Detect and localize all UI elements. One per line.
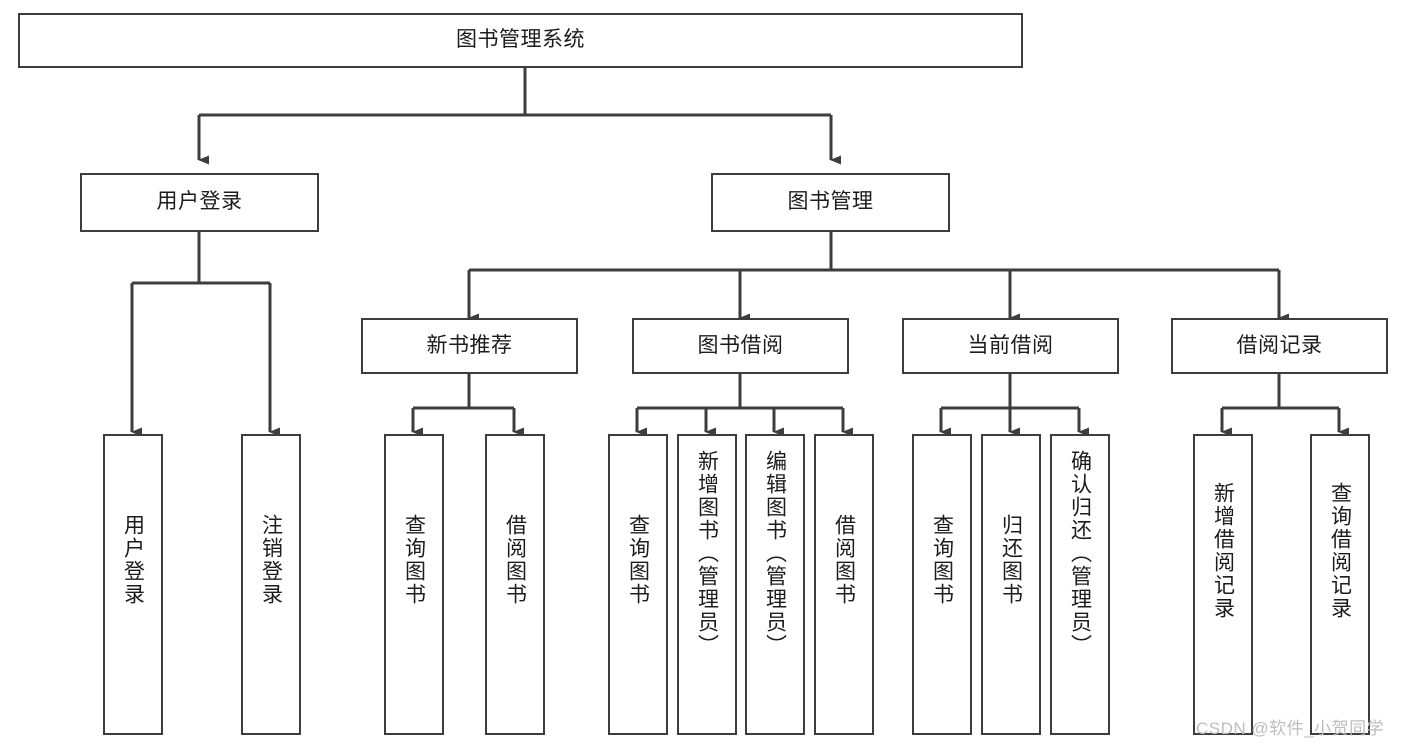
node-book-management[interactable]: 图书管理 (711, 173, 950, 232)
node-borrow-record[interactable]: 借阅记录 (1171, 318, 1388, 374)
node-leaf-query-book-current[interactable]: 查询图书 (912, 434, 972, 735)
node-user-login[interactable]: 用户登录 (80, 173, 319, 232)
node-borrow-record-label: 借阅记录 (1236, 333, 1323, 357)
node-new-book-recommend[interactable]: 新书推荐 (361, 318, 578, 374)
node-leaf-add-borrow-record[interactable]: 新增借阅记录 (1193, 434, 1253, 735)
node-leaf-borrow-book[interactable]: 借阅图书 (814, 434, 874, 735)
node-leaf-add-book-admin-label: 新增图书（管理员） (695, 450, 719, 657)
node-root-system[interactable]: 图书管理系统 (18, 13, 1023, 68)
node-new-book-recommend-label: 新书推荐 (426, 333, 513, 357)
node-leaf-return-book-label: 归还图书 (999, 514, 1023, 606)
node-user-login-label: 用户登录 (156, 190, 243, 214)
node-leaf-confirm-return-admin[interactable]: 确认归还（管理员） (1050, 434, 1110, 735)
node-leaf-query-borrow-record-label: 查询借阅记录 (1328, 482, 1352, 620)
node-leaf-query-book-recommend[interactable]: 查询图书 (384, 434, 444, 735)
node-book-borrow-label: 图书借阅 (697, 333, 784, 357)
node-leaf-borrow-book-label: 借阅图书 (832, 514, 856, 606)
node-current-borrow-label: 当前借阅 (967, 333, 1054, 357)
node-leaf-add-borrow-record-label: 新增借阅记录 (1211, 482, 1235, 620)
node-leaf-edit-book-admin[interactable]: 编辑图书（管理员） (745, 434, 805, 735)
node-book-management-label: 图书管理 (787, 190, 874, 214)
node-leaf-borrow-book-recommend-label: 借阅图书 (503, 514, 527, 606)
node-leaf-edit-book-admin-label: 编辑图书（管理员） (763, 450, 787, 657)
node-leaf-query-book-recommend-label: 查询图书 (402, 514, 426, 606)
node-leaf-logout[interactable]: 注销登录 (241, 434, 301, 735)
node-leaf-user-login-label: 用户登录 (121, 514, 145, 606)
node-root-system-label: 图书管理系统 (456, 28, 585, 52)
node-leaf-confirm-return-admin-label: 确认归还（管理员） (1068, 450, 1092, 657)
node-leaf-user-login[interactable]: 用户登录 (103, 434, 163, 735)
node-leaf-query-book-borrow-label: 查询图书 (626, 514, 650, 606)
node-leaf-query-book-borrow[interactable]: 查询图书 (608, 434, 668, 735)
node-leaf-borrow-book-recommend[interactable]: 借阅图书 (485, 434, 545, 735)
node-leaf-add-book-admin[interactable]: 新增图书（管理员） (677, 434, 737, 735)
node-leaf-query-borrow-record[interactable]: 查询借阅记录 (1310, 434, 1370, 735)
node-book-borrow[interactable]: 图书借阅 (632, 318, 849, 374)
node-leaf-return-book[interactable]: 归还图书 (981, 434, 1041, 735)
node-leaf-query-book-current-label: 查询图书 (930, 514, 954, 606)
node-current-borrow[interactable]: 当前借阅 (902, 318, 1119, 374)
node-leaf-logout-label: 注销登录 (259, 514, 283, 606)
